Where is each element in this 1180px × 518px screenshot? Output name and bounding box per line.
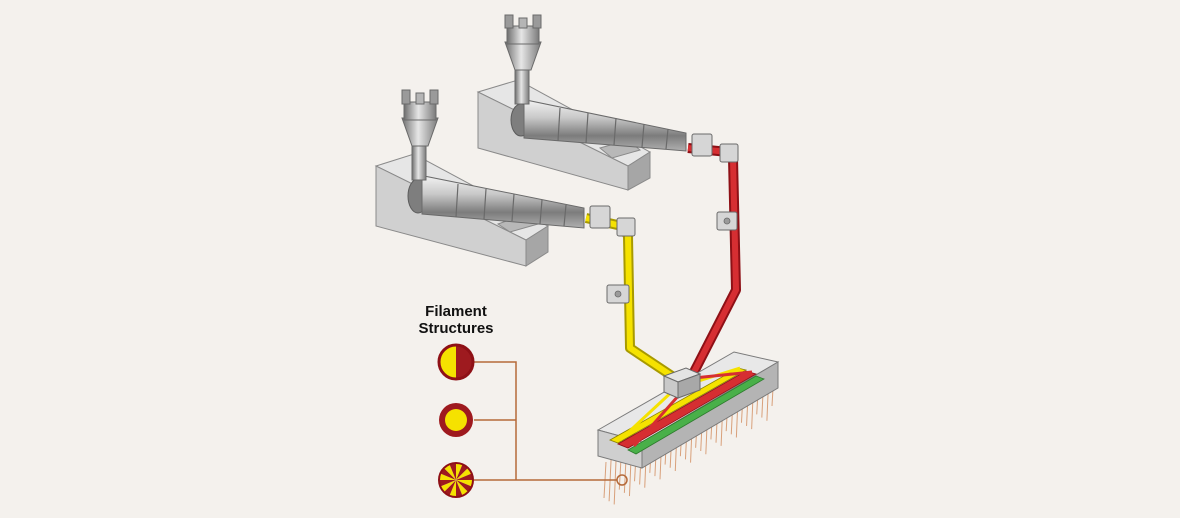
pie-segment [456, 473, 473, 480]
rear-hopper-post-left [504, 14, 514, 29]
front-extruder [374, 89, 681, 385]
pie-segment [443, 464, 456, 480]
pie-segment [449, 463, 456, 480]
front-hopper-post-right [429, 89, 439, 105]
core-sheath-cross-section-icon [439, 403, 473, 437]
feed-block-side [677, 373, 701, 399]
filament-structures-legend [437, 343, 617, 498]
pie-segment [456, 480, 473, 487]
red-coupling-3-bolt [723, 217, 731, 225]
yellow-distribution-line-1 [618, 386, 678, 442]
red-channel [617, 370, 758, 449]
front-hopper-post-mid [415, 92, 425, 105]
pie-segment [439, 473, 456, 480]
front-hopper-neck [411, 145, 427, 181]
rear-hopper-neck [514, 69, 530, 105]
pie-segment [443, 480, 456, 496]
side-by-side-cross-section-icon [437, 343, 475, 381]
yellow-coupling-1 [589, 205, 611, 229]
segmented-pie-cross-section-icon [438, 462, 474, 498]
front-barrel-band-5 [563, 204, 567, 227]
rear-hopper-post-right [532, 14, 542, 29]
rear-barrel-band-2 [585, 112, 589, 144]
front-barrel-band-2 [483, 188, 487, 220]
yellow-coupling-2 [616, 217, 636, 237]
pie-outline [438, 462, 474, 498]
front-hopper-body [403, 101, 437, 121]
pie-segment [440, 480, 456, 493]
front-barrel-band-1 [455, 183, 459, 218]
red-distribution-line-2 [693, 370, 753, 380]
pie-segment [456, 467, 472, 480]
rear-hopper-body [506, 25, 540, 45]
pie-segment [439, 480, 456, 487]
pie-segment [456, 464, 469, 480]
rear-barrel-band-4 [641, 123, 645, 148]
pie-segment [456, 480, 472, 493]
front-barrel-band-3 [511, 193, 515, 222]
legend-title-line-1: Filament [425, 303, 487, 320]
pie-segment [456, 463, 463, 480]
pie-segment [440, 467, 456, 480]
front-hopper-post-left [401, 89, 411, 105]
yellow-coupling-3-bolt [614, 290, 622, 298]
green-channel [627, 375, 765, 455]
pie-segment [456, 480, 469, 496]
red-coupling-1 [691, 133, 713, 157]
pie-segment [456, 480, 463, 497]
rear-barrel-band-3 [613, 117, 617, 146]
rear-barrel-band-1 [557, 107, 561, 142]
pie-segment [449, 480, 456, 498]
legend-connector-1 [474, 361, 517, 480]
front-extruder-base-side [525, 225, 549, 267]
front-barrel-band-4 [539, 199, 543, 225]
spin-pack [596, 351, 780, 505]
red-coupling-2 [719, 143, 739, 163]
rear-barrel-band-5 [665, 128, 669, 150]
legend-title-line-2: Structures [418, 320, 494, 337]
rear-hopper-post-mid [518, 17, 528, 29]
rear-extruder [476, 14, 741, 375]
rear-extruder-base-side [627, 151, 651, 191]
